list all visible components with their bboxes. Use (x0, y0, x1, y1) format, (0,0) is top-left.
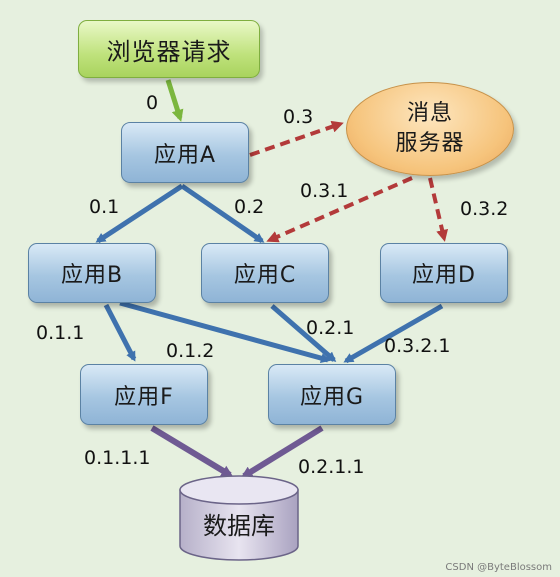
app-a-node: 应用A (121, 122, 249, 183)
edge-label-c-to-g: 0.2.1 (306, 317, 355, 339)
edge-label-browser-to-a: 0 (146, 92, 159, 114)
edge-browser-to-a (165, 79, 184, 122)
database-cylinder (179, 475, 299, 561)
message-server-node: 消息 服务器 (346, 82, 514, 176)
app-d-node: 应用D (380, 243, 508, 303)
edge-d-to-g (343, 303, 444, 364)
message-server-label-line1: 消息 (406, 101, 453, 126)
browser-request-node: 浏览器请求 (78, 20, 260, 78)
app-c-node: 应用C (201, 243, 329, 303)
edge-label-b-to-g: 0.1.2 (166, 340, 215, 362)
app-b-node: 应用B (28, 243, 156, 303)
edge-c-to-g (270, 304, 337, 362)
edge-g-to-db (240, 425, 324, 479)
app-c-label: 应用C (233, 263, 297, 288)
app-g-label: 应用G (299, 384, 365, 410)
edge-f-to-db (150, 425, 234, 478)
app-a-label: 应用A (153, 142, 217, 168)
edge-label-a-to-c: 0.2 (234, 196, 265, 218)
watermark-text: CSDN @ByteBlossom (445, 562, 552, 573)
app-b-label: 应用B (60, 263, 124, 288)
edge-label-msg-to-c: 0.3.1 (300, 180, 349, 202)
app-f-label: 应用F (114, 384, 174, 410)
edge-label-msg-to-d: 0.3.2 (460, 198, 509, 220)
edge-label-g-to-db: 0.2.1.1 (298, 456, 365, 478)
edge-b-to-g (119, 300, 331, 363)
edge-label-a-to-msg: 0.3 (283, 106, 314, 128)
browser-request-label: 浏览器请求 (106, 37, 232, 66)
edge-msg-to-c (266, 176, 413, 243)
message-server-label-line2: 服务器 (395, 131, 465, 156)
edge-label-a-to-b: 0.1 (89, 196, 120, 218)
edge-label-b-to-f: 0.1.1 (36, 322, 85, 344)
edge-b-to-f (103, 303, 137, 362)
edge-a-to-c (180, 183, 265, 244)
edge-label-f-to-db: 0.1.1.1 (84, 447, 151, 469)
app-g-node: 应用G (268, 364, 396, 425)
edge-a-to-msg (249, 120, 344, 157)
app-d-label: 应用D (412, 263, 476, 288)
edge-msg-to-d (428, 177, 449, 242)
app-f-node: 应用F (80, 364, 208, 425)
edge-label-d-to-g: 0.3.2.1 (384, 335, 451, 357)
database-label: 数据库 (203, 512, 275, 540)
edge-a-to-b (95, 183, 184, 244)
